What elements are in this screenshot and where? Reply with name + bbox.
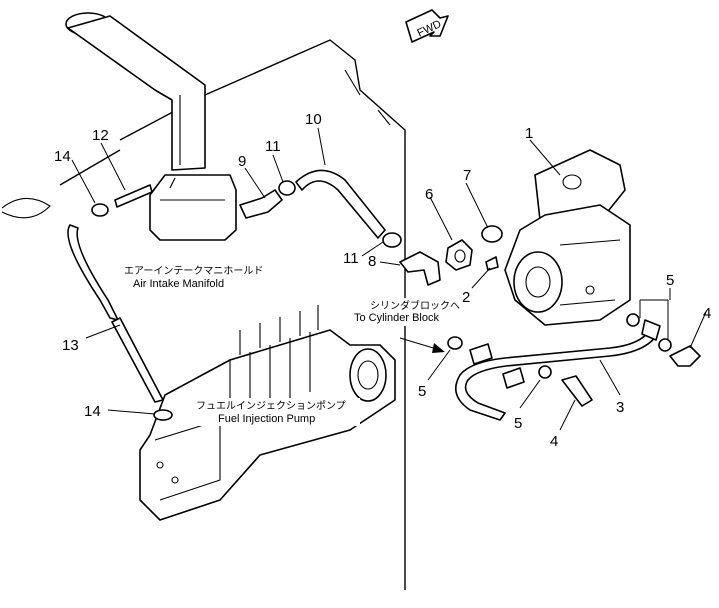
fitting-6 [445,239,473,271]
callout-5-right: 5 [666,272,674,289]
part-2 [485,256,499,271]
to-cylinder-block-label-jp: シリンダブロックへ [370,299,460,312]
bolt-4-lower [561,375,593,407]
breather-hose-13 [67,224,164,403]
callout-12: 12 [92,127,109,144]
callout-8: 8 [368,253,376,270]
callout-4-lower: 4 [550,433,558,450]
leader-lines [71,127,707,431]
callout-11-top: 11 [265,138,281,155]
air-compressor [504,149,631,326]
clamp-11-lower [382,232,402,248]
callout-13: 13 [62,337,79,354]
gasket-5-left [447,336,463,350]
clamp-14-top [91,203,109,217]
tube-3-fitting-upper [641,319,661,341]
callout-9: 9 [238,153,246,170]
connector-12 [114,184,153,208]
callout-2: 2 [462,289,470,306]
callout-1: 1 [525,125,533,142]
gasket-5-right-b [658,338,672,352]
elbow-9 [239,189,283,219]
callout-7: 7 [463,167,471,184]
clamp-11-top [278,180,296,196]
callout-5-lower: 5 [514,415,522,432]
elbow-8 [399,251,441,286]
callout-14-top: 14 [54,148,71,165]
air-intake-manifold-label-en: Air Intake Manifold [133,278,224,290]
to-cylinder-block-arrowhead [432,343,445,353]
callout-14-bottom: 14 [84,403,101,420]
fwd-marker: FWD [405,9,449,43]
tube-3-fitting-mid [502,367,525,389]
bolt-4-right [669,345,701,367]
fwd-arrow-icon [405,9,449,43]
hose-10 [295,169,386,239]
crankcase-breather-circle [1,197,51,219]
air-intake-manifold-label-jp: エアーインテークマニホールド [124,265,263,277]
callout-10: 10 [305,111,322,128]
gasket-7 [481,225,503,243]
tube-3 [454,329,657,421]
to-cylinder-block-label: シリンダブロックへ To Cylinder Block [350,298,460,326]
callout-6: 6 [425,186,433,203]
clamp-14-bottom [153,409,173,421]
callout-11-lower: 11 [343,250,359,267]
fuel-injection-pump-label: フュエルインジェクションポンプ Fuel Injection Pump [192,398,360,426]
air-intake-manifold [65,12,237,241]
gasket-5-lower [538,365,552,379]
tube-3-fitting-left [469,343,493,365]
callout-5-left: 5 [418,383,426,400]
callout-3: 3 [616,399,624,416]
fuel-injection-pump-label-en: Fuel Injection Pump [218,413,315,425]
to-cylinder-block-label-en: To Cylinder Block [354,312,439,324]
callout-4-right: 4 [703,305,711,322]
fuel-injection-pump-label-jp: フュエルインジェクションポンプ [196,400,346,412]
gasket-5-right-a [626,313,640,327]
air-intake-manifold-label: エアーインテークマニホールド Air Intake Manifold [118,262,266,290]
